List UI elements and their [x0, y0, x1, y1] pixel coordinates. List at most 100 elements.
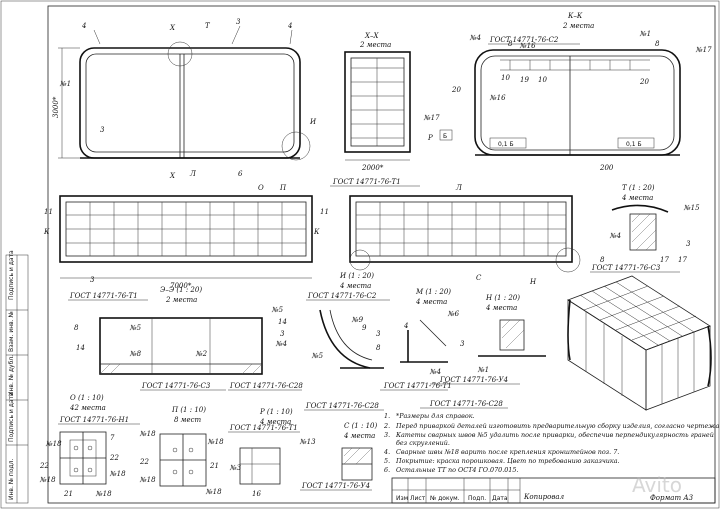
callout-p-n18a: №18 — [139, 430, 156, 438]
callout-o-21: 21 — [63, 490, 73, 498]
detail-p: П (1 : 10) 8 мест №18 22 №18 №18 21 №18 — [139, 406, 224, 496]
detail-o: О (1 : 10) 42 места ГОСТ 14771-76-Н1 22 … — [39, 394, 140, 498]
callout-ii-3: 3 — [376, 330, 381, 338]
callout-kk-1: №1 — [639, 30, 651, 38]
callout-x-bottom: Х — [169, 172, 176, 180]
tb-header-sign: Подп. — [468, 495, 486, 502]
callout-kk-8: 8 — [508, 40, 513, 48]
tol-flat-right: 0,1 Б — [626, 141, 642, 148]
weld-c2-ii: ГОСТ 14771-76-С2 — [307, 292, 377, 300]
drawing-frame — [47, 5, 716, 504]
dim-height: 3000* — [52, 96, 60, 118]
callout-t-17b: 17 — [678, 256, 687, 264]
view-xx-count: 2 места — [359, 41, 391, 49]
dim-offset: 200 — [599, 164, 614, 172]
callout-l: Л — [189, 170, 196, 178]
title-block: Изм Лист № докум. Подп. Дата Копировал — [391, 477, 716, 504]
callout-ii-n5: №5 — [311, 352, 324, 360]
tol-flat-left: 0,1 Б — [498, 141, 514, 148]
view-ee-count: 2 места — [165, 296, 197, 304]
view-kk-count: 2 места — [562, 22, 594, 30]
note-3: Катеты сварных швов №5 удалить после при… — [395, 431, 714, 439]
view-o-count: 42 места — [69, 404, 106, 412]
callout-kk-17: №17 — [695, 46, 712, 54]
tolerance-frame-left: 0,1 Б — [489, 137, 527, 149]
isometric-view — [567, 275, 712, 411]
callout-m-3: 3 — [460, 340, 465, 348]
callout-6: 6 — [238, 170, 243, 178]
callout-ee-n5a: №5 — [129, 324, 142, 332]
callout-plan-p: П — [279, 184, 287, 192]
detail-t: Т (1 : 20) 4 места №15 3 17 17 8 №4 ГОСТ… — [590, 184, 700, 273]
callout-ee-x5: 8 — [74, 324, 79, 332]
callout-i: И — [309, 118, 317, 126]
view-kk-title: К–К — [567, 12, 583, 20]
callout-o-22b: 22 — [109, 454, 119, 462]
callout-r-16: 16 — [252, 490, 261, 498]
note-3b: без скруглений. — [396, 439, 450, 447]
dim-length: 7000* — [170, 282, 192, 290]
note-1-num: 1. — [384, 412, 390, 420]
callout-3b: 3 — [100, 126, 105, 134]
weld-t1-ee: ГОСТ 14771-76-Т1 — [69, 292, 138, 300]
note-6: Остальные ТТ по ОСТ4 ГО.070.015. — [396, 466, 518, 474]
margin-label-sign-date-2: Подпись и дата — [8, 392, 15, 442]
copied-label: Копировал — [523, 493, 564, 501]
note-4: Сварные швы №18 варить после крепления к… — [396, 448, 619, 456]
view-xx-title: Х–Х — [364, 32, 379, 40]
view-ee-title: Э–Э (1 : 20) — [160, 286, 202, 294]
callout-kk-16b: №16 — [489, 94, 506, 102]
margin-label-replace-inv: Взам. инв. № — [8, 311, 15, 352]
callout-ee-n5b: №5 — [271, 306, 284, 314]
bottom-plan-view: Л С Н — [349, 184, 581, 286]
note-1: *Размеры для справок. — [396, 412, 475, 420]
note-3-num: 3. — [384, 431, 390, 439]
format-label: Формат А3 — [650, 494, 694, 502]
view-t-title: Т (1 : 20) — [622, 184, 655, 192]
tb-header-date: Дата — [492, 495, 508, 502]
callout-o-n18a: №18 — [39, 476, 56, 484]
front-view: 3000* 4 3 4 Т Х Х 6 №1 И 3 Л — [52, 18, 317, 180]
callout-ii-8: 8 — [376, 344, 381, 352]
weld-c28-ee: ГОСТ 14771-76-С28 — [229, 382, 303, 390]
callout-n-n1: №1 — [477, 366, 489, 374]
view-ii-count: 4 места — [339, 282, 371, 290]
callout-x-top: Х — [169, 24, 176, 32]
view-p-count: 8 мест — [174, 416, 202, 424]
callout-plan-11b: 11 — [320, 208, 329, 216]
view-m-title: М (1 : 20) — [415, 288, 451, 296]
callout-bp-l: Л — [455, 184, 462, 192]
weld-u4-n: ГОСТ 14771-76-У4 — [439, 376, 508, 384]
callout-kk-20: 20 — [639, 78, 649, 86]
callout-4b: 4 — [287, 22, 292, 30]
callout-t-15: №15 — [683, 204, 700, 212]
callout-plan-o: О — [258, 184, 264, 192]
callout-o-22a: 22 — [39, 462, 49, 470]
callout-m-4: 4 — [403, 322, 408, 330]
callout-ee-n4: №4 — [275, 340, 287, 348]
weld-c2-kk: ГОСТ 14771-76-С2 — [489, 36, 559, 44]
weld-t1-m: ГОСТ 14771-76-Т1 — [383, 382, 452, 390]
callout-o-n18d: №18 — [95, 490, 112, 498]
callout-plan-k: К — [43, 228, 50, 236]
note-4-num: 4. — [383, 448, 390, 456]
weld-c28-ii: ГОСТ 14771-76-С28 — [305, 402, 379, 410]
note-5-num: 5. — [384, 457, 390, 465]
note-5: Покрытие: краска порошковая. Цвет по тре… — [395, 457, 620, 465]
callout-ee-n8: №8 — [129, 350, 142, 358]
tb-header-izm: Изм — [396, 495, 408, 502]
view-r-count: 4 места — [259, 418, 291, 426]
callout-kk-10a: 10 — [501, 74, 510, 82]
view-s-count: 4 места — [343, 432, 375, 440]
callout-t-top: Т — [205, 22, 211, 30]
weld-t1-front: ГОСТ 14771-76-Т1 — [330, 178, 420, 187]
margin-label-orig-inv: Инв. № подл. — [8, 459, 15, 500]
callout-ee-14a: 14 — [278, 318, 287, 326]
callout-1: №1 — [59, 80, 71, 88]
note-6-num: 6. — [384, 466, 390, 474]
weld-u4-r: ГОСТ 14771-76-У4 — [301, 482, 370, 490]
weld-c28-n: ГОСТ 14771-76-С28 — [429, 400, 503, 408]
callout-17: №17 — [423, 114, 440, 122]
